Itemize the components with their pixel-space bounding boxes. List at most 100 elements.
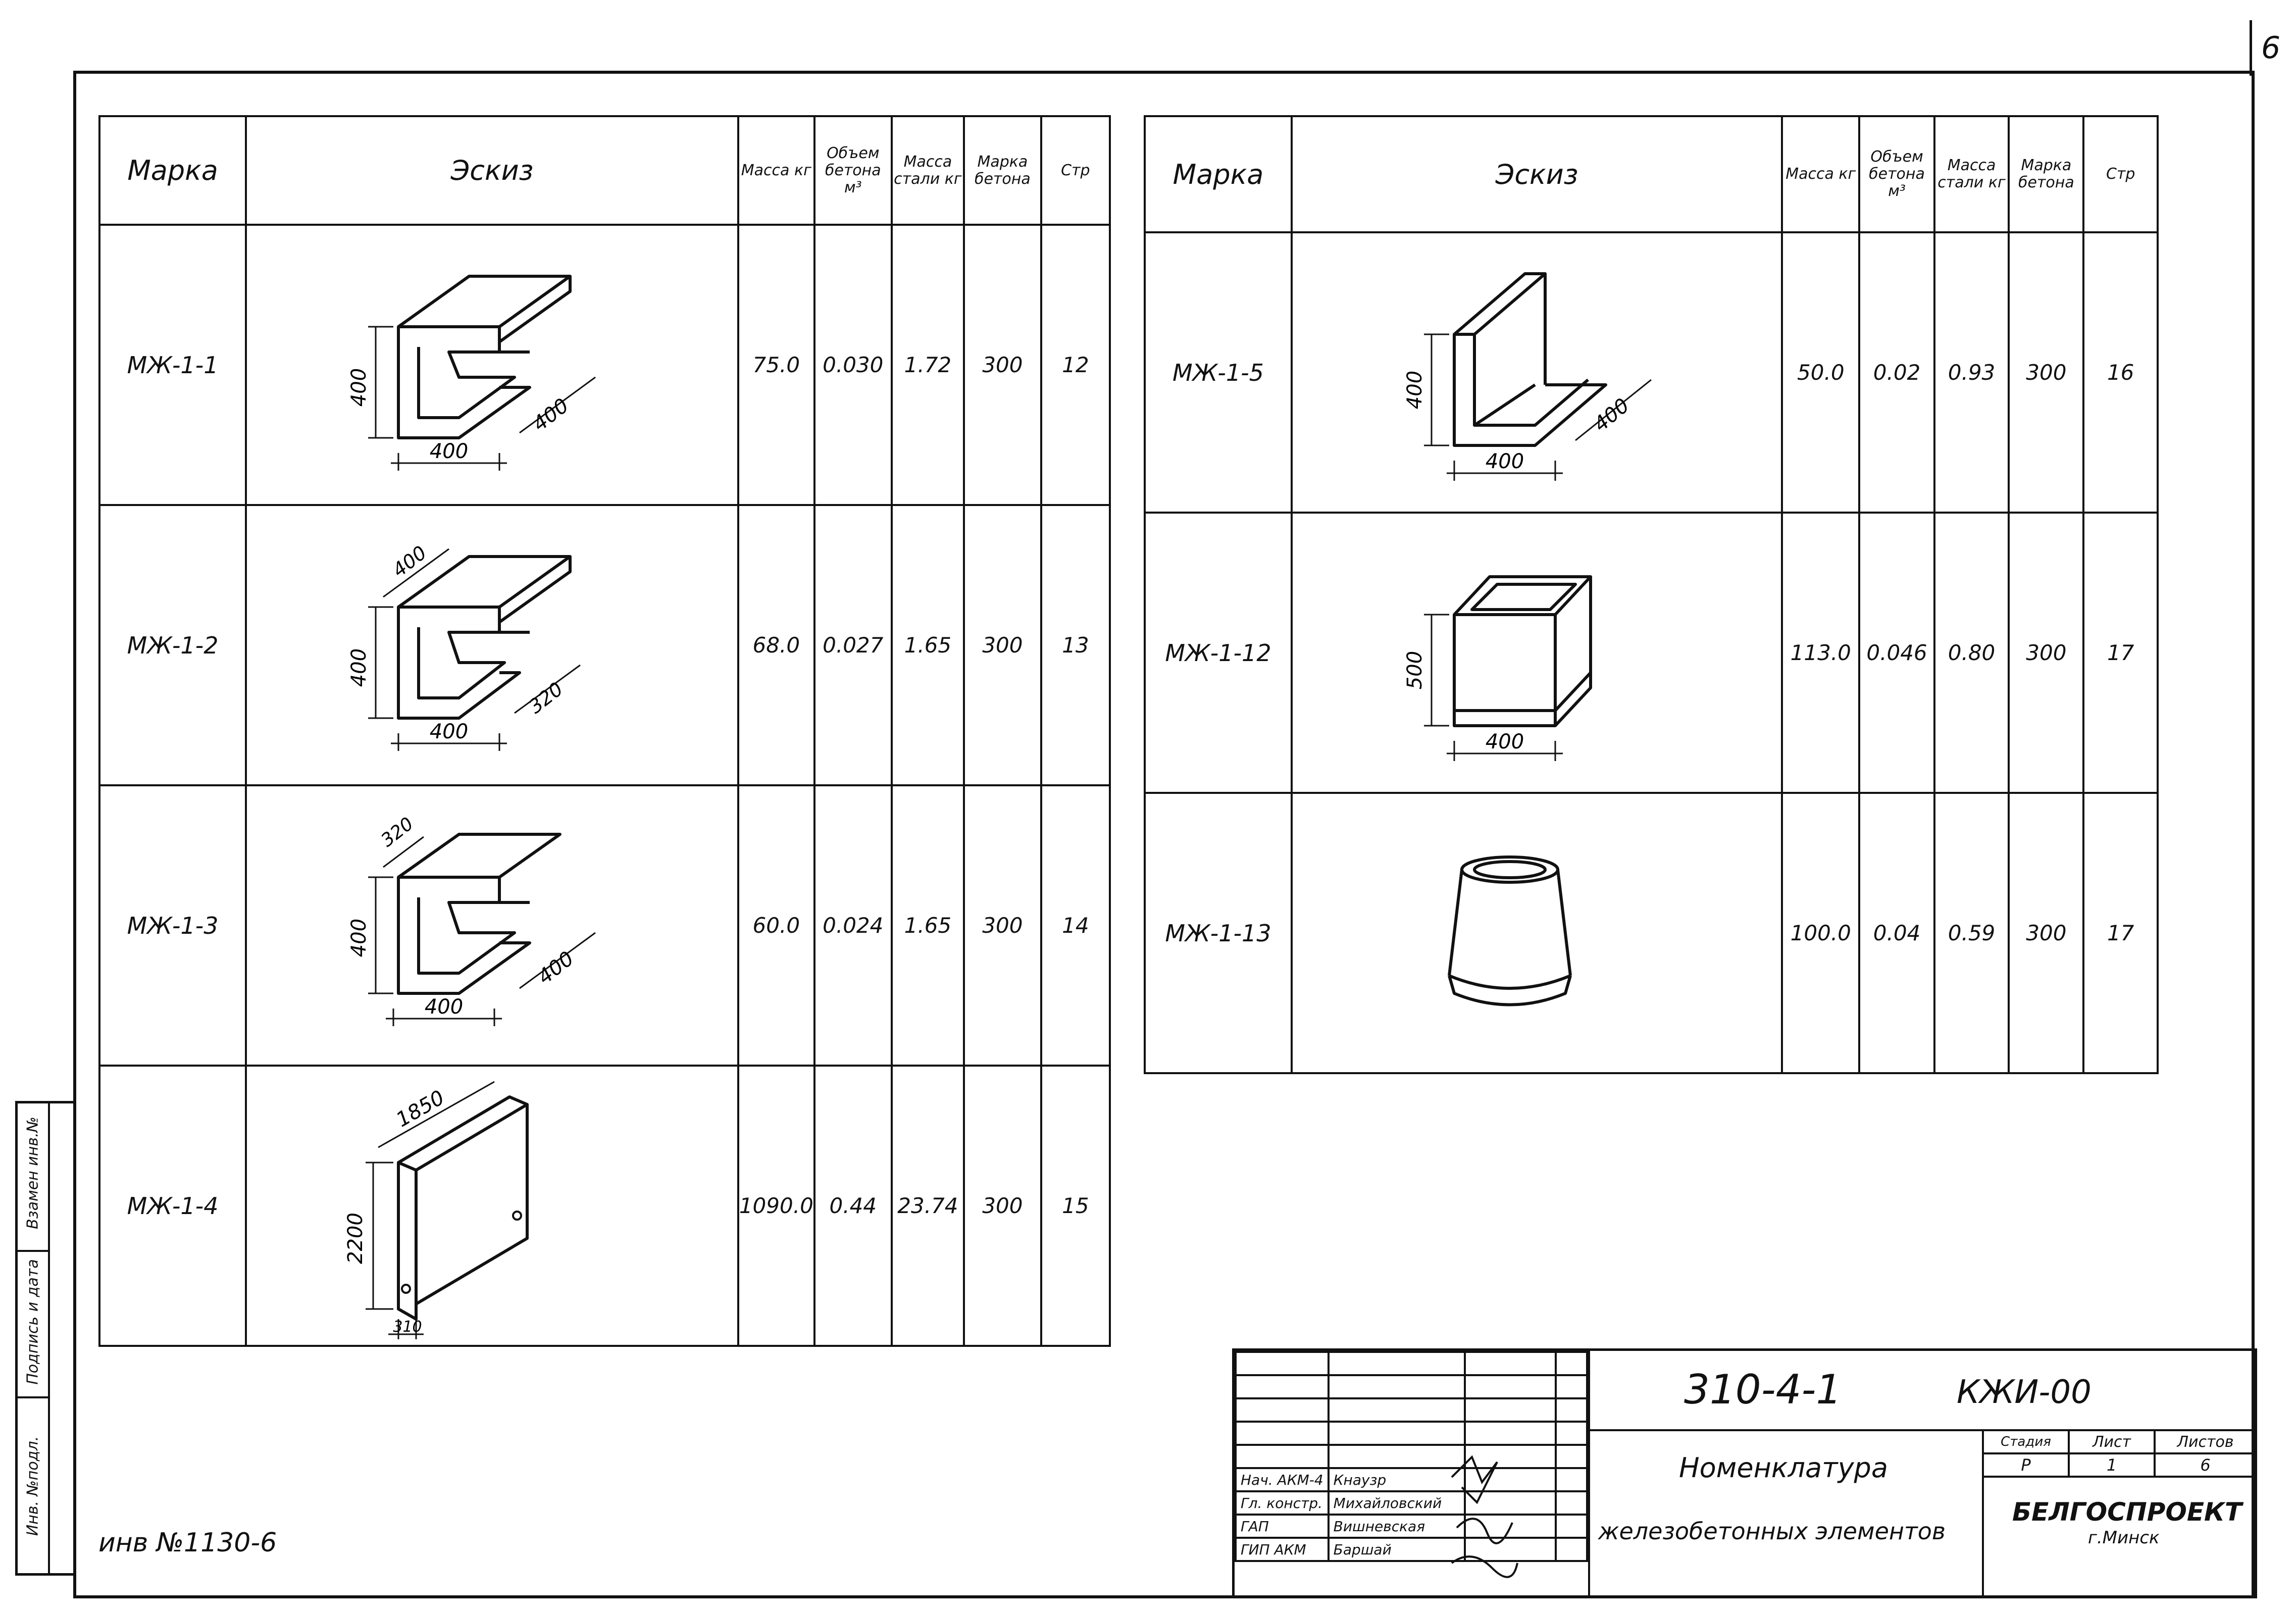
grade-cell: 300 <box>963 224 1042 506</box>
header-sketch: Эскиз <box>1290 115 1783 233</box>
left-element-table: Марка Эскиз Масса кг Объем бетона м³ Мас… <box>98 115 1111 1347</box>
steel-cell: 0.80 <box>1933 512 2010 794</box>
mark-cell: МЖ-1-2 <box>98 504 247 786</box>
table-row: МЖ-1-1 400 <box>98 224 1111 506</box>
sheet-info-grid: Стадия Лист Листов Р 1 6 <box>1982 1429 2257 1478</box>
dim-height: 400 <box>347 648 371 687</box>
drawing-frame <box>73 71 2255 1598</box>
dim-top: 400 <box>388 541 431 581</box>
header-sketch: Эскиз <box>245 115 739 226</box>
dim-width: 310 <box>393 1318 422 1336</box>
signature-cell <box>1463 1490 1557 1516</box>
dim-depth: 400 <box>529 394 573 436</box>
staff-name: Кнаузр <box>1327 1467 1466 1492</box>
dim-height: 400 <box>347 368 371 407</box>
sketch-mzh-1-3: 320 400 400 400 <box>347 814 596 1026</box>
dim-depth: 400 <box>534 947 578 989</box>
staff-role: Гл. констр. <box>1235 1490 1330 1516</box>
dim-height: 400 <box>1403 371 1426 409</box>
table-row: МЖ-1-2 <box>98 504 1111 786</box>
grade-cell: 300 <box>963 1065 1042 1347</box>
steel-cell: 0.93 <box>1933 231 2010 514</box>
stage-label: Стадия <box>1982 1429 2070 1454</box>
table-row: МЖ-1-12 500 400 <box>1144 512 2159 794</box>
signature-cell <box>1463 1514 1557 1539</box>
sheets-label: Листов <box>2154 1429 2257 1454</box>
right-element-table: Марка Эскиз Масса кг Объем бетона м³ Мас… <box>1144 115 2159 1074</box>
stage-value: Р <box>1982 1452 2070 1478</box>
page-cell: 16 <box>2082 231 2159 514</box>
page-cell: 13 <box>1040 504 1111 786</box>
sheet-corner-number: 6 <box>2261 30 2281 66</box>
dim-width: 400 <box>430 440 468 463</box>
header-steel: Масса стали кг <box>1933 115 2010 233</box>
sketch-mzh-1-1: 400 400 400 <box>347 275 596 471</box>
mass-cell: 1090.0 <box>737 1065 815 1347</box>
org-name: БЕЛГОСПРОЕКТ <box>2012 1497 2242 1527</box>
grade-cell: 300 <box>2008 792 2085 1074</box>
dim-height: 2200 <box>344 1213 367 1264</box>
signatures <box>1451 1455 1518 1578</box>
header-page: Стр <box>1040 115 1111 226</box>
header-volume: Объем бетона м³ <box>1858 115 1935 233</box>
header-steel: Масса стали кг <box>890 115 965 226</box>
dim-width: 400 <box>1486 730 1524 753</box>
staff-role: ГИП АКМ <box>1235 1537 1330 1562</box>
sketch-cell: 400 400 400 <box>1290 231 1783 514</box>
sketch-cell: 320 400 400 400 <box>245 784 739 1067</box>
volume-cell: 0.02 <box>1858 231 1935 514</box>
table-row: МЖ-1-5 400 <box>1144 231 2159 514</box>
dim-height: 400 <box>347 919 371 957</box>
mass-cell: 60.0 <box>737 784 815 1067</box>
sketch-cell: 400 400 400 <box>245 224 739 506</box>
header-grade: Марка бетона <box>2008 115 2085 233</box>
doc-mark: КЖИ-00 <box>1957 1374 2091 1411</box>
steel-cell: 0.59 <box>1933 792 2010 1074</box>
dim-depth: 400 <box>1590 394 1634 436</box>
dim-height: 500 <box>1403 651 1426 689</box>
dim-depth: 320 <box>525 678 567 718</box>
volume-cell: 0.027 <box>813 504 893 786</box>
dim-width: 400 <box>430 720 468 743</box>
page-cell: 12 <box>1040 224 1111 506</box>
sketch-mzh-1-12: 500 400 <box>1403 575 1592 761</box>
margin-stamp: Взамен инв.№ Подпись и дата Инв. №подл. <box>15 1101 76 1576</box>
steel-cell: 1.72 <box>890 224 965 506</box>
inv-original-label: Инв. №подл. <box>24 1436 42 1536</box>
grade-cell: 300 <box>963 784 1042 1067</box>
sketch-mzh-1-2: 400 400 400 320 <box>347 541 581 751</box>
steel-cell: 23.74 <box>890 1065 965 1347</box>
header-mark: Марка <box>1144 115 1293 233</box>
grade-cell: 300 <box>2008 512 2085 794</box>
sketch-cell: 500 400 <box>1290 512 1783 794</box>
mark-cell: МЖ-1-3 <box>98 784 247 1067</box>
page-cell: 14 <box>1040 784 1111 1067</box>
steel-cell: 1.65 <box>890 784 965 1067</box>
signature-date-label: Подпись и дата <box>24 1259 42 1385</box>
sketch-mzh-1-13 <box>1447 855 1572 1006</box>
signature-cell <box>1463 1467 1557 1492</box>
title-line1: Номенклатура <box>1679 1452 1888 1484</box>
header-grade: Марка бетона <box>963 115 1042 226</box>
doc-code: 310-4-1 <box>1684 1366 1842 1413</box>
volume-cell: 0.046 <box>1858 512 1935 794</box>
staff-role: Нач. АКМ-4 <box>1235 1467 1330 1492</box>
header-mass: Масса кг <box>737 115 815 226</box>
table-row: МЖ-1-4 1850 <box>98 1065 1111 1347</box>
staff-name: Михайловский <box>1327 1490 1466 1516</box>
volume-cell: 0.04 <box>1858 792 1935 1074</box>
org-city: г.Минск <box>2088 1528 2160 1548</box>
mark-cell: МЖ-1-4 <box>98 1065 247 1347</box>
header-volume: Объем бетона м³ <box>813 115 893 226</box>
table-row: МЖ-1-3 320 <box>98 784 1111 1067</box>
mark-cell: МЖ-1-13 <box>1144 792 1293 1074</box>
mark-cell: МЖ-1-1 <box>98 224 247 506</box>
sketch-cell: 400 400 400 320 <box>245 504 739 786</box>
title-line2: железобетонных элементов <box>1598 1518 1946 1545</box>
corner-tick <box>2250 20 2252 76</box>
volume-cell: 0.024 <box>813 784 893 1067</box>
mark-cell: МЖ-1-5 <box>1144 231 1293 514</box>
